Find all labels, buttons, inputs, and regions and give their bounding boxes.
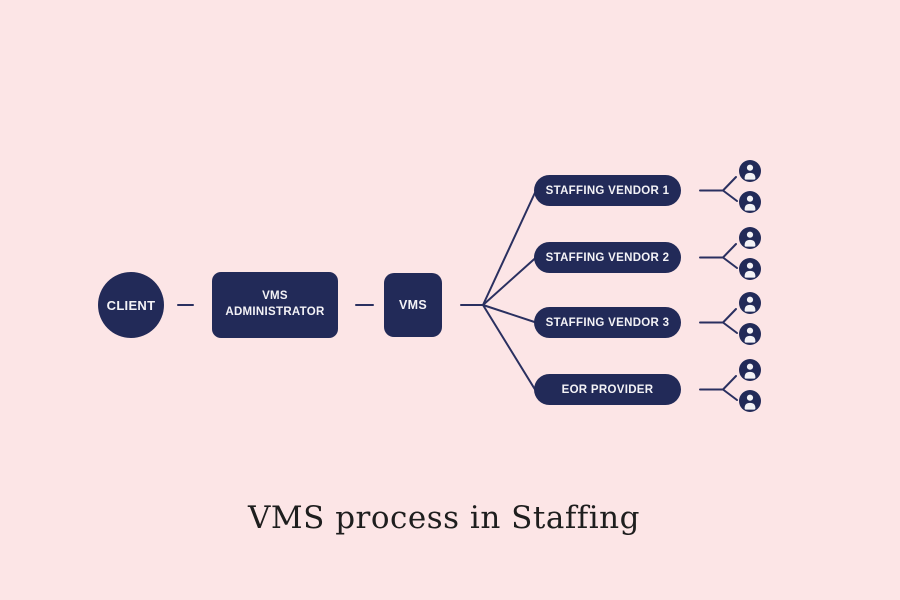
connector-line [722,176,737,192]
staffing-vendor-3-node: STAFFING VENDOR 3 [534,307,681,338]
diagram-title: VMS process in Staffing [247,500,640,536]
person-icon [739,226,761,249]
connector-line [722,243,737,259]
connector-line [482,256,537,306]
person-icon [739,322,761,345]
person-icon [739,358,761,381]
person-icon [739,257,761,280]
client-node: CLIENT [98,272,164,338]
connector-line [722,256,738,269]
connector-line [482,304,536,391]
person-icon [739,159,761,182]
connector-line [722,388,738,401]
person-icon [739,389,761,412]
connector-line [482,189,537,306]
staffing-vendor-1-node: STAFFING VENDOR 1 [534,175,681,206]
connector-line [722,321,738,334]
vms-administrator-node: VMS ADMINISTRATOR [212,272,338,338]
person-icon [739,190,761,213]
connector-line [722,189,738,202]
eor-provider-node: EOR PROVIDER [534,374,681,405]
connector-line [482,304,537,324]
connector-line [722,308,737,324]
staffing-vendor-2-node: STAFFING VENDOR 2 [534,242,681,273]
person-icon [739,291,761,314]
vms-node: VMS [384,273,442,337]
connector-line [722,375,737,391]
